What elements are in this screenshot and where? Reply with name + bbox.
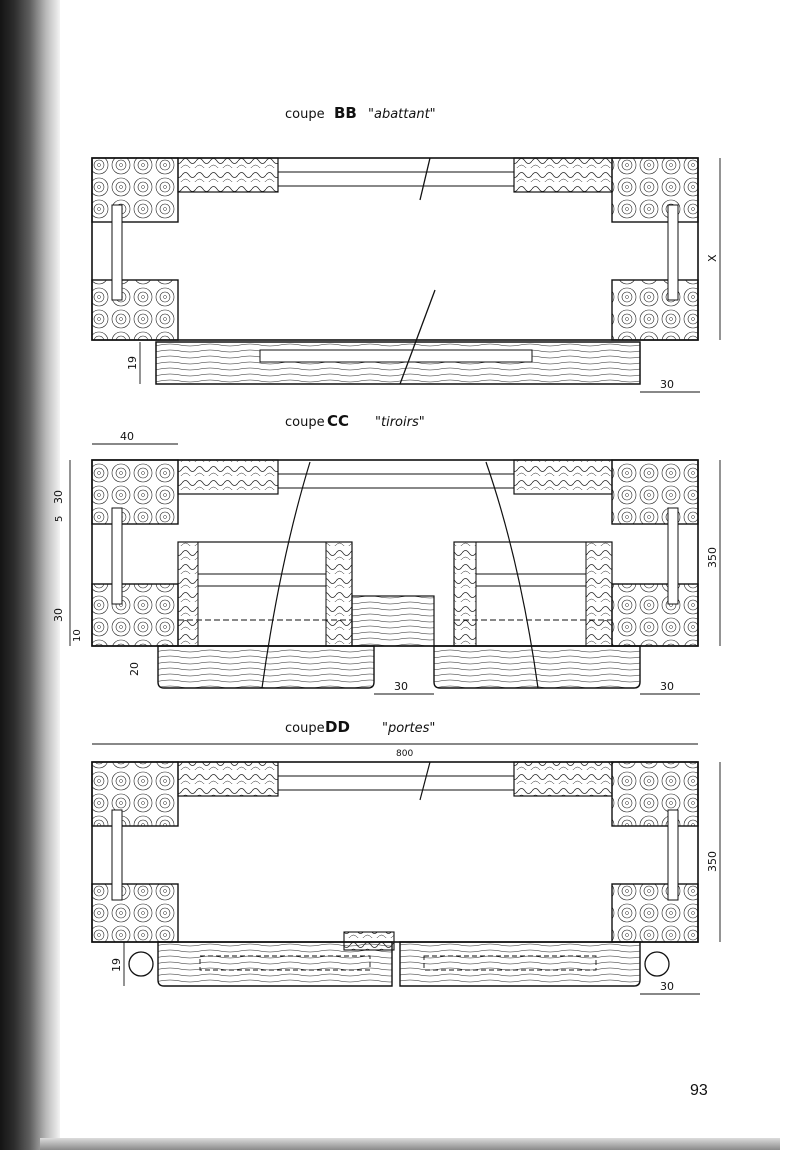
cc-drawer-front-left — [157, 645, 375, 689]
bb-abattant-panel — [259, 349, 533, 363]
dd-corner-top-right — [611, 761, 699, 827]
cc-drawer-left — [177, 541, 353, 647]
section-bb-prefix: coupe — [285, 107, 325, 122]
section-dd-prefix: coupe — [285, 721, 325, 736]
dd-dim-height: 350 — [706, 851, 719, 872]
page-number: 93 — [690, 1082, 708, 1099]
bb-carcass-outline — [91, 157, 699, 341]
section-bb-code: BB — [334, 104, 357, 122]
book-gutter-shadow — [0, 0, 60, 1150]
dd-dim-width: 800 — [396, 749, 413, 759]
cc-top-rail-right — [513, 459, 613, 495]
dd-top-rail-left — [177, 761, 279, 797]
bb-abattant-board — [155, 341, 641, 385]
bb-corner-top-left — [91, 157, 179, 223]
cc-dim-gap: 5 — [54, 516, 65, 522]
cc-center-divider — [351, 595, 435, 647]
dd-hinge-right — [644, 951, 670, 977]
cc-corner-bottom-left — [91, 583, 179, 647]
bb-side-panel-left — [111, 204, 123, 301]
dd-carcass-outline — [91, 761, 699, 943]
bb-corner-bottom-left — [91, 279, 179, 341]
dd-side-panel-left — [111, 809, 123, 901]
bb-corner-top-right — [611, 157, 699, 223]
dd-hinge-left — [128, 951, 154, 977]
bb-dim-height: X — [706, 254, 719, 262]
section-cc-code: CC — [327, 412, 349, 430]
cc-dim-rail-bottom: 30 — [52, 608, 65, 622]
section-dd: coupe DD "portes" 800 350 19 30 — [91, 718, 721, 995]
section-dd-code: DD — [325, 718, 350, 736]
cc-corner-top-left — [91, 459, 179, 525]
bb-dim-bottom: 19 — [126, 356, 139, 370]
cc-dim-center: 30 — [394, 680, 408, 693]
cc-dim-lip: 10 — [72, 629, 83, 642]
cc-side-panel-left — [111, 507, 123, 605]
dd-corner-bottom-left — [91, 883, 179, 943]
section-bb: coupe BB "abattant" X 19 30 — [91, 104, 721, 393]
dd-top-rail-right — [513, 761, 613, 797]
cc-dim-rail-top: 30 — [52, 490, 65, 504]
dd-dim-side: 30 — [660, 980, 674, 993]
page-edge-shadow — [40, 1138, 780, 1150]
dd-dim-bottom: 19 — [110, 958, 123, 972]
section-cc: coupe CC "tiroirs" — [52, 412, 721, 695]
dd-door-right — [399, 941, 641, 987]
cc-side-panel-right — [667, 507, 679, 605]
cc-dim-height: 350 — [706, 547, 719, 568]
bb-top-rail-left — [177, 157, 279, 193]
cc-drawer-front-right — [433, 645, 641, 689]
cc-dim-side: 30 — [660, 680, 674, 693]
section-dd-name: "portes" — [382, 721, 435, 736]
section-bb-name: "abattant" — [368, 107, 436, 122]
cc-dim-top-width: 40 — [120, 430, 134, 443]
cc-top-rail-left — [177, 459, 279, 495]
cc-dim-base: 20 — [128, 662, 141, 676]
dd-door-left — [157, 941, 393, 987]
bb-top-rail-right — [513, 157, 613, 193]
section-cc-prefix: coupe — [285, 415, 325, 430]
bb-dim-side: 30 — [660, 378, 674, 391]
bb-corner-bottom-right — [611, 279, 699, 341]
section-cc-name: "tiroirs" — [375, 415, 425, 430]
dd-side-panel-right — [667, 809, 679, 901]
dd-corner-top-left — [91, 761, 179, 827]
cc-drawer-right — [453, 541, 613, 647]
cc-corner-bottom-right — [611, 583, 699, 647]
dd-corner-bottom-right — [611, 883, 699, 943]
cc-corner-top-right — [611, 459, 699, 525]
bb-side-panel-right — [667, 204, 679, 301]
dd-door-astragal — [343, 931, 395, 951]
